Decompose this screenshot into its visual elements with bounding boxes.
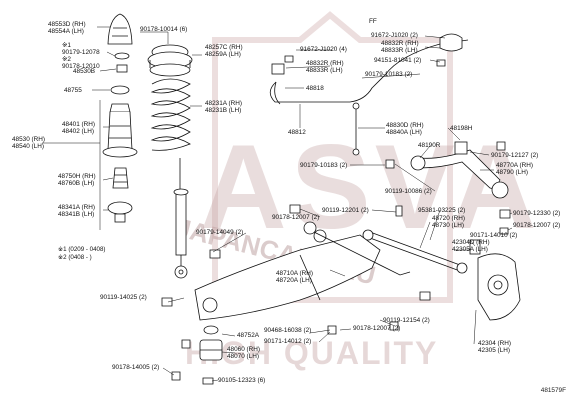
bump-stop-cap <box>107 13 133 45</box>
part-label-48755[interactable]: 48755 <box>64 87 82 94</box>
part-label-90178-10014[interactable]: 90178-10014 (6) <box>140 26 188 33</box>
stabilizer-bar <box>269 33 469 105</box>
part-label-48190r[interactable]: 48190R <box>418 142 441 149</box>
part-label-42304d[interactable]: 42304D (RH)42305A (LH) <box>452 239 490 253</box>
part-label-90178-12007-b[interactable]: 90178-12007 (2) <box>353 325 401 332</box>
rear-knuckle <box>469 239 521 321</box>
bolts <box>161 55 511 385</box>
part-label-90179-12127[interactable]: 90179-12127 (2) <box>491 152 539 159</box>
stabilizer-link <box>352 102 360 156</box>
part-label-48401[interactable]: 48401 (RH)48402 (LH) <box>62 121 96 135</box>
watermark-quality: HIGH QUALITY <box>185 335 439 371</box>
part-label-90171-14010-a[interactable]: 90171-14010 (2) <box>470 232 518 239</box>
part-label-48752a[interactable]: 48752A <box>237 332 260 339</box>
lower-arm <box>194 229 381 321</box>
part-label-90178-12007-a[interactable]: 90178-12007 (2) <box>272 214 320 221</box>
washer-part-2 <box>110 85 130 95</box>
part-label-90119-14025[interactable]: 90119-14025 (2) <box>100 294 147 301</box>
coil-spring <box>150 78 191 151</box>
part-label-90179-10183-a[interactable]: 90179-10183 (2) <box>365 71 413 78</box>
part-label-48553d[interactable]: 48553D (RH)48554A (LH) <box>48 21 86 35</box>
part-label-90119-12154[interactable]: 90119-12154 (2) <box>383 317 430 324</box>
part-label-90178-14005[interactable]: 90178-14005 (2) <box>112 364 160 371</box>
toe-link <box>303 221 411 276</box>
part-label-48530b[interactable]: 48530B <box>73 68 96 75</box>
part-label-90468[interactable]: 90468-16038 (2) <box>264 327 312 334</box>
nut-part <box>116 64 128 73</box>
lower-bushing <box>199 325 223 361</box>
upper-support <box>147 44 193 77</box>
dust-boot <box>102 103 138 158</box>
part-label-90179-14049[interactable]: 90179-14049 (2) <box>196 229 244 236</box>
bump-bumper <box>112 167 129 189</box>
spring-insulator <box>107 201 133 223</box>
part-label-90171-14012[interactable]: 90171-14012 (2) <box>264 338 312 345</box>
part-label-90179-12330[interactable]: 90179-12330 (2) <box>513 210 561 217</box>
part-label-91672-j1020-b[interactable]: 91672-J1020 (2) <box>371 32 418 39</box>
marker-ff: FF <box>369 18 377 25</box>
part-label-48341a[interactable]: 48341A (RH)48341B (LH) <box>58 204 95 218</box>
part-label-48710a[interactable]: 48710A (RH)48720A (LH) <box>276 270 313 284</box>
upper-arm <box>410 141 509 199</box>
lateral-link <box>362 229 468 274</box>
part-label-42304[interactable]: 42304 (RH)42305 (LH) <box>478 340 512 354</box>
part-label-48832r[interactable]: 48832R (RH)48833R (LH) <box>306 60 344 74</box>
part-label-48830d[interactable]: 48830D (RH)48840A (LH) <box>386 122 424 136</box>
part-label-48530[interactable]: 48530 (RH)48540 (LH) <box>12 136 46 150</box>
part-label-90179-10183-b[interactable]: 90179-10183 (2) <box>300 162 348 169</box>
part-label-48060[interactable]: 48060 (RH)48070 (LH) <box>227 346 261 360</box>
range-note-1: ※1 (0209 - 0408) <box>58 246 106 253</box>
leader-lines <box>42 26 513 382</box>
part-label-48818[interactable]: 48818 <box>306 85 324 92</box>
part-label-90119-12201[interactable]: 90119-12201 (2) <box>322 207 369 214</box>
part-label-91672-j1020[interactable]: 91672-J1020 (4) <box>300 46 347 53</box>
part-label-90105-12323[interactable]: 90105-12323 (6) <box>218 377 266 384</box>
washer-part <box>114 52 130 60</box>
diagram-code: 481579F <box>540 387 566 394</box>
part-label-48770a[interactable]: 48770A (RH)48790 (LH) <box>496 162 533 176</box>
part-label-48720[interactable]: 48720 (RH)48730 (LH) <box>432 215 466 229</box>
part-label-90178-12007-right[interactable]: 90178-12007 (2) <box>513 222 561 229</box>
part-label-48257c[interactable]: 48257C (RH)48259A (LH) <box>205 44 243 58</box>
part-label-90119-10086[interactable]: 90119-10086 (2) <box>385 188 432 195</box>
part-label-48832r-b[interactable]: 48832R (RH)48833R (LH) <box>381 40 419 54</box>
range-note-2: ※2 (0408 - ) <box>58 254 92 261</box>
part-label-48198h[interactable]: 48198H <box>450 125 473 132</box>
part-label-48750h[interactable]: 48750H (RH)48760B (LH) <box>58 173 96 187</box>
part-label-48231a[interactable]: 48231A (RH)48231B (LH) <box>205 100 242 114</box>
shock-absorber <box>173 158 189 279</box>
part-label-48812[interactable]: 48812 <box>288 129 306 136</box>
part-label-95381[interactable]: 95381-03225 (2) <box>418 207 466 214</box>
part-label-94151[interactable]: 94151-81041 (2) <box>374 57 422 64</box>
